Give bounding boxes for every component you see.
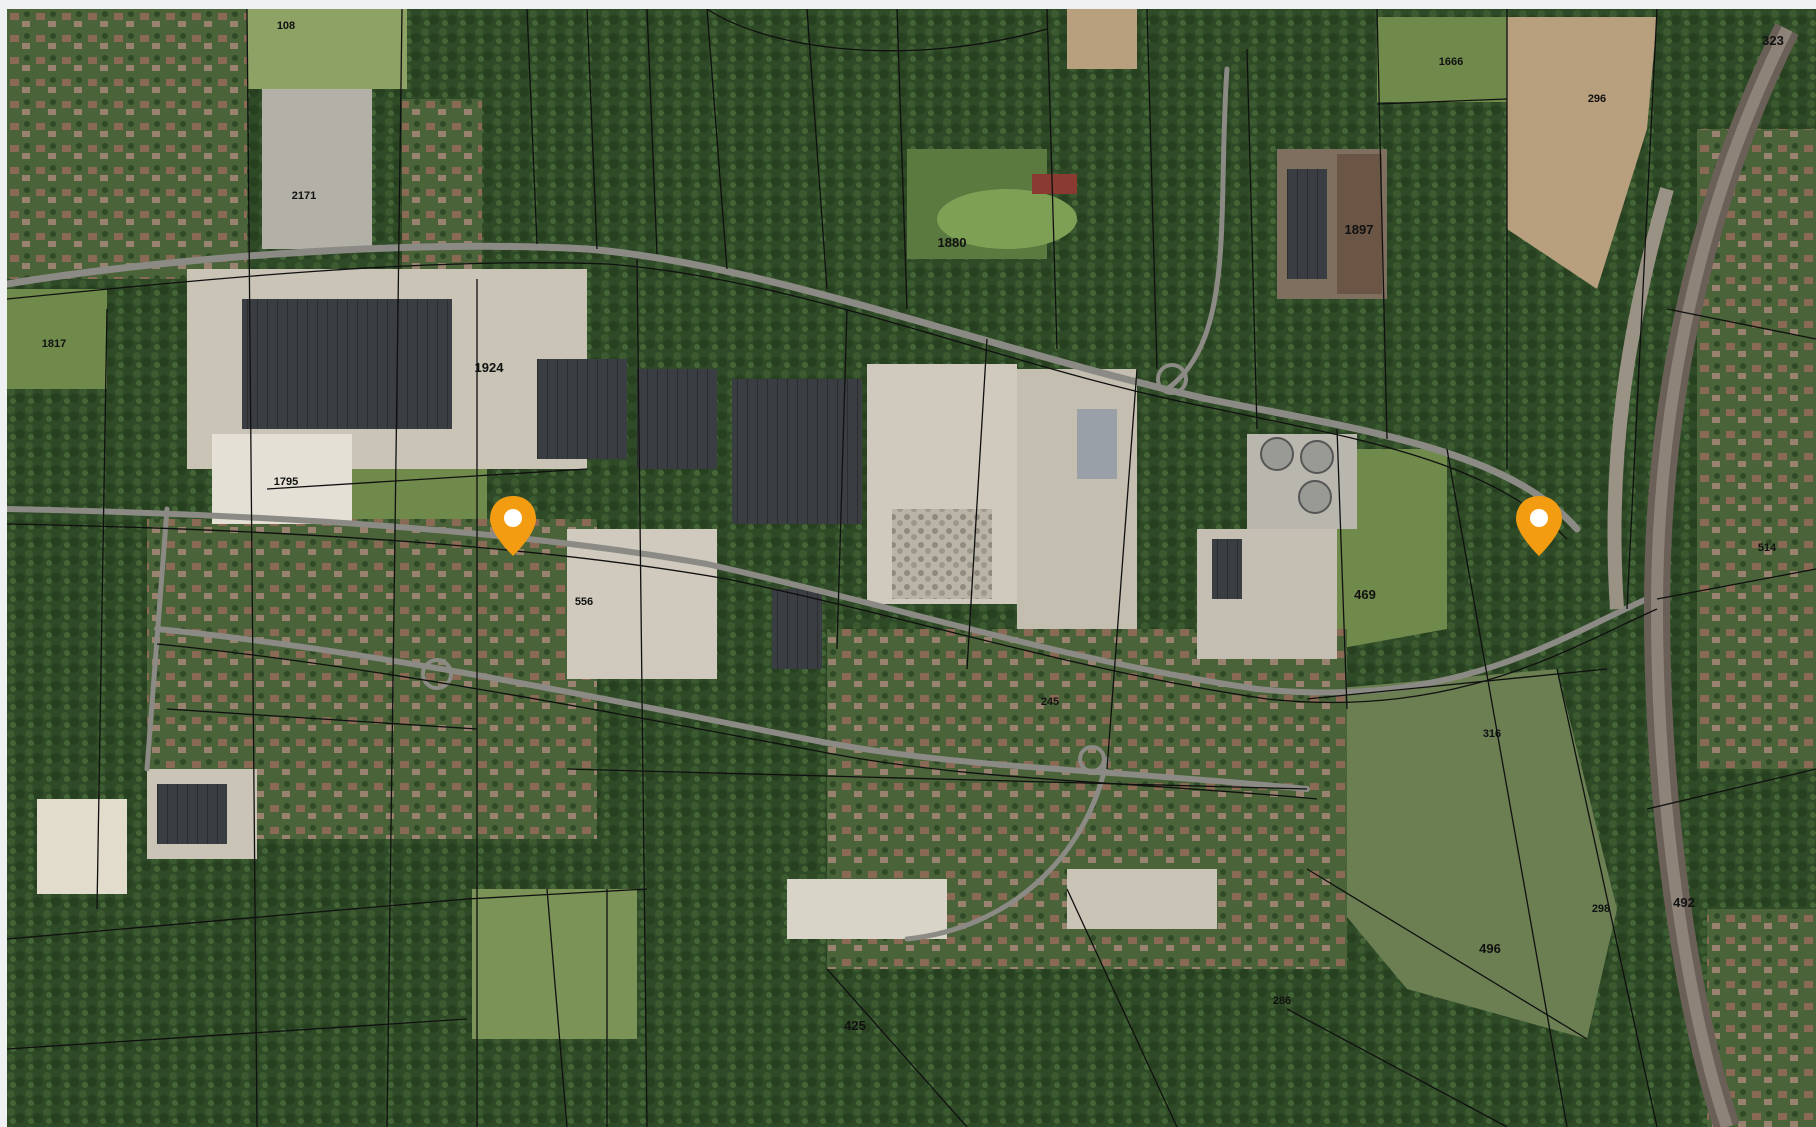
parcel-label: 316 — [1483, 728, 1501, 740]
road-network — [7, 66, 1650, 942]
location-marker-2[interactable] — [1513, 494, 1565, 558]
parcel-label: 425 — [844, 1018, 866, 1033]
parcel-label: 323 — [1762, 33, 1784, 48]
parcel-label: 1795 — [274, 476, 298, 488]
cadastral-parcel-lines — [7, 9, 1816, 1127]
parcel-label: 496 — [1479, 941, 1501, 956]
industrial-zone — [37, 89, 1387, 939]
parcel-label: 469 — [1354, 587, 1376, 602]
parcel-label: 514 — [1758, 542, 1777, 554]
parcel-label: 1924 — [475, 360, 505, 375]
parcel-label: 1817 — [42, 338, 66, 350]
railway-tracks — [1607, 23, 1799, 1127]
map-pin-icon — [1516, 496, 1562, 556]
parcel-label: 296 — [1588, 93, 1606, 105]
satellite-map[interactable]: 1924 1880 1897 469 496 492 425 323 1795 … — [7, 9, 1816, 1127]
location-marker-1[interactable] — [487, 494, 539, 558]
parcel-labels: 1924 1880 1897 469 496 492 425 323 1795 … — [42, 20, 1784, 1033]
parcel-label: 1666 — [1439, 56, 1463, 68]
map-viewport[interactable]: 1924 1880 1897 469 496 492 425 323 1795 … — [7, 9, 1816, 1127]
map-pin-icon — [490, 496, 536, 556]
parcel-label: 1897 — [1345, 222, 1374, 237]
parcel-label: 286 — [1273, 995, 1291, 1007]
parcel-label: 298 — [1592, 903, 1610, 915]
parcel-label: 556 — [575, 596, 593, 608]
parcel-label: 108 — [277, 20, 295, 32]
parcel-label: 245 — [1041, 696, 1059, 708]
parcel-label: 492 — [1673, 895, 1695, 910]
parcel-label: 1880 — [938, 235, 967, 250]
parcel-label: 2171 — [292, 190, 316, 202]
